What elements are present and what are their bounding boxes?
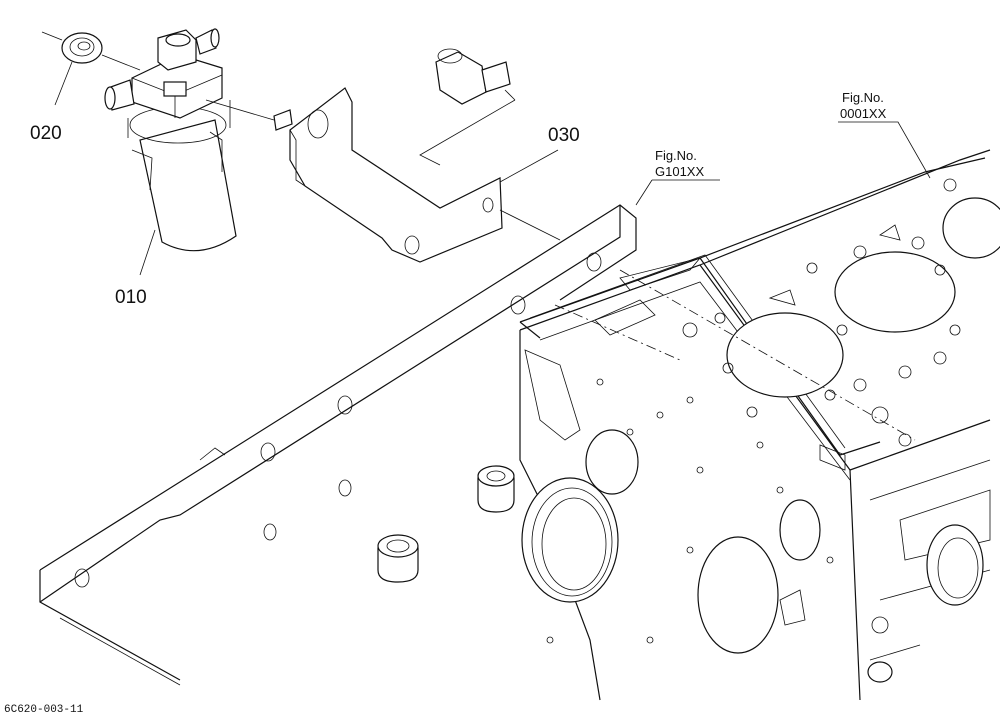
- fig-ref-crankcase-label: Fig.No.: [655, 148, 697, 163]
- engine-block: [519, 149, 991, 701]
- callout-030: 030: [548, 125, 580, 146]
- fig-ref-head-label: Fig.No.: [842, 90, 884, 105]
- crankcase-plate: [39, 204, 637, 686]
- filter-bracket: [273, 87, 503, 263]
- banjo-bolt: [435, 48, 511, 105]
- plate-boss: [377, 465, 515, 583]
- head-gasket: [519, 157, 1000, 456]
- callout-020: 020: [30, 123, 62, 144]
- drawing-code: 6C620-003-11: [4, 704, 84, 716]
- leader-lines: [41, 31, 931, 441]
- callout-010: 010: [115, 287, 147, 308]
- fuel-filter: [104, 28, 237, 252]
- gasket-washer: [61, 32, 103, 64]
- fig-ref-crankcase-code: G101XX: [655, 164, 704, 179]
- fig-ref-head-code: 0001XX: [840, 106, 887, 121]
